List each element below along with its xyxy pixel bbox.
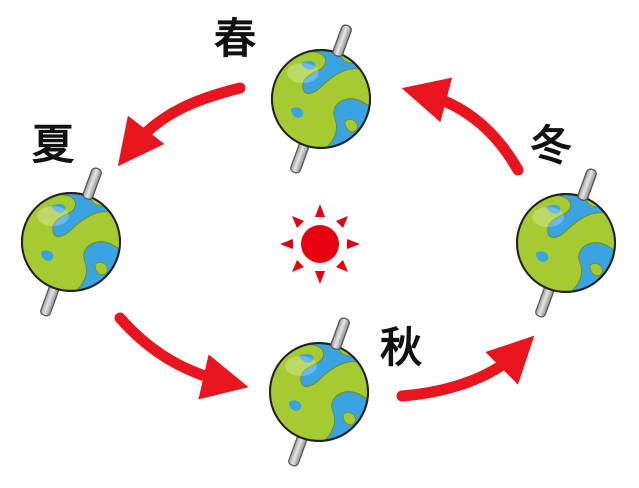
sun-icon (280, 204, 360, 284)
arrow-spring-to-summer (117, 82, 246, 167)
arrow-winter-to-spring (401, 77, 524, 176)
arrow-summer-to-autumn (114, 312, 249, 400)
season-label-spring: 春 (214, 14, 257, 63)
earth-icon-autumn (267, 317, 371, 467)
season-label-autumn: 秋 (380, 323, 423, 372)
earth-icon-summer (19, 167, 123, 317)
arrow-autumn-to-winter (396, 335, 535, 402)
earth-icon-spring (269, 24, 373, 174)
earth-icon-winter (514, 168, 618, 318)
season-label-winter: 冬 (530, 121, 573, 170)
season-label-summer: 夏 (32, 120, 75, 169)
